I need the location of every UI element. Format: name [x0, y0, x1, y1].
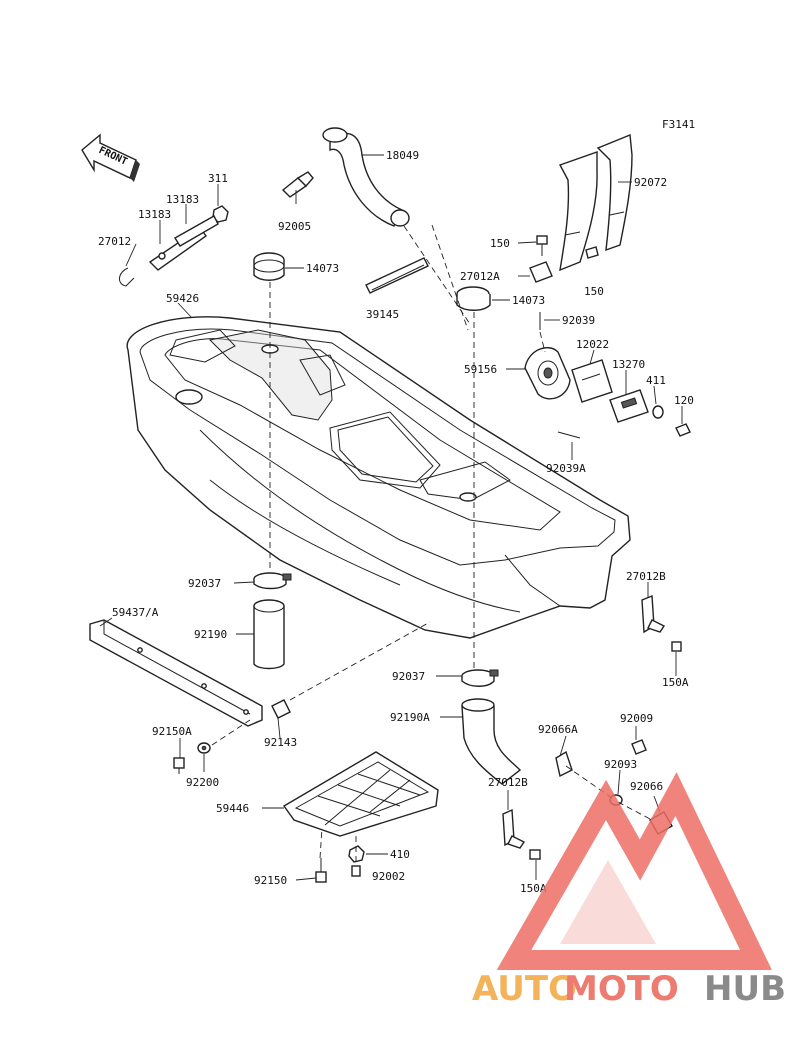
label-13270: 13270 [612, 358, 645, 371]
label-92150A: 92150A [152, 725, 192, 738]
bolt-150A-right [671, 641, 682, 652]
label-59446: 59446 [216, 802, 249, 815]
intake-pipe-18049 [322, 127, 410, 227]
plate-59446 [282, 751, 439, 837]
label-14073-right: 14073 [512, 294, 545, 307]
label-59426: 59426 [166, 292, 199, 305]
cover-12022 [571, 359, 613, 403]
bolt-150 [536, 235, 599, 259]
label-18049: 18049 [386, 149, 419, 162]
label-120: 120 [674, 394, 694, 407]
nozzle-92005 [281, 171, 314, 198]
bolt-92150 [315, 858, 327, 883]
watermark-moto: MOTO [564, 969, 679, 1009]
label-27012: 27012 [98, 235, 131, 248]
watermark-logo [496, 772, 772, 970]
label-150-top: 150 [490, 237, 510, 250]
label-92005: 92005 [278, 220, 311, 233]
pin-92143 [271, 699, 291, 719]
label-27012B-right: 27012B [626, 570, 666, 583]
bracket-27012A [529, 261, 553, 283]
part-labels: 18049 92005 311 13183 13183 27012 14073 … [98, 149, 694, 895]
label-92009: 92009 [620, 712, 653, 725]
label-92002: 92002 [372, 870, 405, 883]
label-92066: 92066 [630, 780, 663, 793]
watermark-hub: HUB [704, 969, 786, 1009]
label-59156: 59156 [464, 363, 497, 376]
bolt-92150A [173, 757, 185, 774]
label-92037-left: 92037 [188, 577, 221, 590]
label-92039A: 92039A [546, 462, 586, 475]
watermark-text: AUTO MOTO HUB [472, 969, 786, 1009]
label-92093: 92093 [604, 758, 637, 771]
figure-code: F3141 [662, 118, 695, 131]
rail-59437A [89, 619, 263, 727]
cap-14073-left [253, 252, 285, 281]
label-150A-bottom: 150A [520, 882, 547, 895]
label-92150: 92150 [254, 874, 287, 887]
clamp-92037-left [253, 572, 292, 590]
washer-411 [652, 405, 664, 419]
label-27012B-bottom: 27012B [488, 776, 528, 789]
label-311: 311 [208, 172, 228, 185]
label-92190A: 92190A [390, 711, 430, 724]
bracket-27012B-bottom [502, 808, 526, 849]
bolt-92009 [631, 739, 647, 755]
label-92037-right: 92037 [392, 670, 425, 683]
nut-410 [348, 845, 365, 863]
label-411: 411 [646, 374, 666, 387]
strap-13183 [148, 215, 219, 271]
washer-92200 [197, 742, 211, 754]
leader-lines [99, 154, 683, 881]
rod-39145 [365, 257, 429, 294]
hull-59426 [126, 316, 631, 639]
bracket-92066A [555, 750, 573, 778]
label-150A-right: 150A [662, 676, 689, 689]
hose-92190A [461, 698, 522, 785]
pin-92039A [557, 431, 581, 439]
label-92066A: 92066A [538, 723, 578, 736]
vent-59156 [524, 347, 571, 400]
bolt-92002 [351, 865, 361, 877]
label-14073-left: 14073 [306, 262, 339, 275]
label-410: 410 [390, 848, 410, 861]
label-92190: 92190 [194, 628, 227, 641]
label-150-right: 150 [584, 285, 604, 298]
label-92143: 92143 [264, 736, 297, 749]
cap-14073-right [456, 286, 491, 311]
label-92072: 92072 [634, 176, 667, 189]
label-39145: 39145 [366, 308, 399, 321]
label-92039: 92039 [562, 314, 595, 327]
label-13183-bottom: 13183 [138, 208, 171, 221]
hose-92190 [253, 599, 285, 670]
hook-27012 [119, 267, 135, 287]
label-27012A: 27012A [460, 270, 500, 283]
strap-92072 [558, 133, 633, 272]
label-12022: 12022 [576, 338, 609, 351]
watermark-auto: AUTO [472, 969, 577, 1009]
front-arrow-icon: FRONT [81, 133, 140, 182]
label-13183-top: 13183 [166, 193, 199, 206]
bolt-150A-bottom [529, 849, 541, 860]
assembly-lines [211, 224, 653, 862]
label-92200: 92200 [186, 776, 219, 789]
label-59437A: 59437/A [112, 606, 159, 619]
bolt-120 [675, 423, 691, 437]
plate-13270 [609, 389, 649, 423]
clamp-92037-right [461, 669, 499, 687]
bracket-27012B-right [641, 594, 666, 634]
